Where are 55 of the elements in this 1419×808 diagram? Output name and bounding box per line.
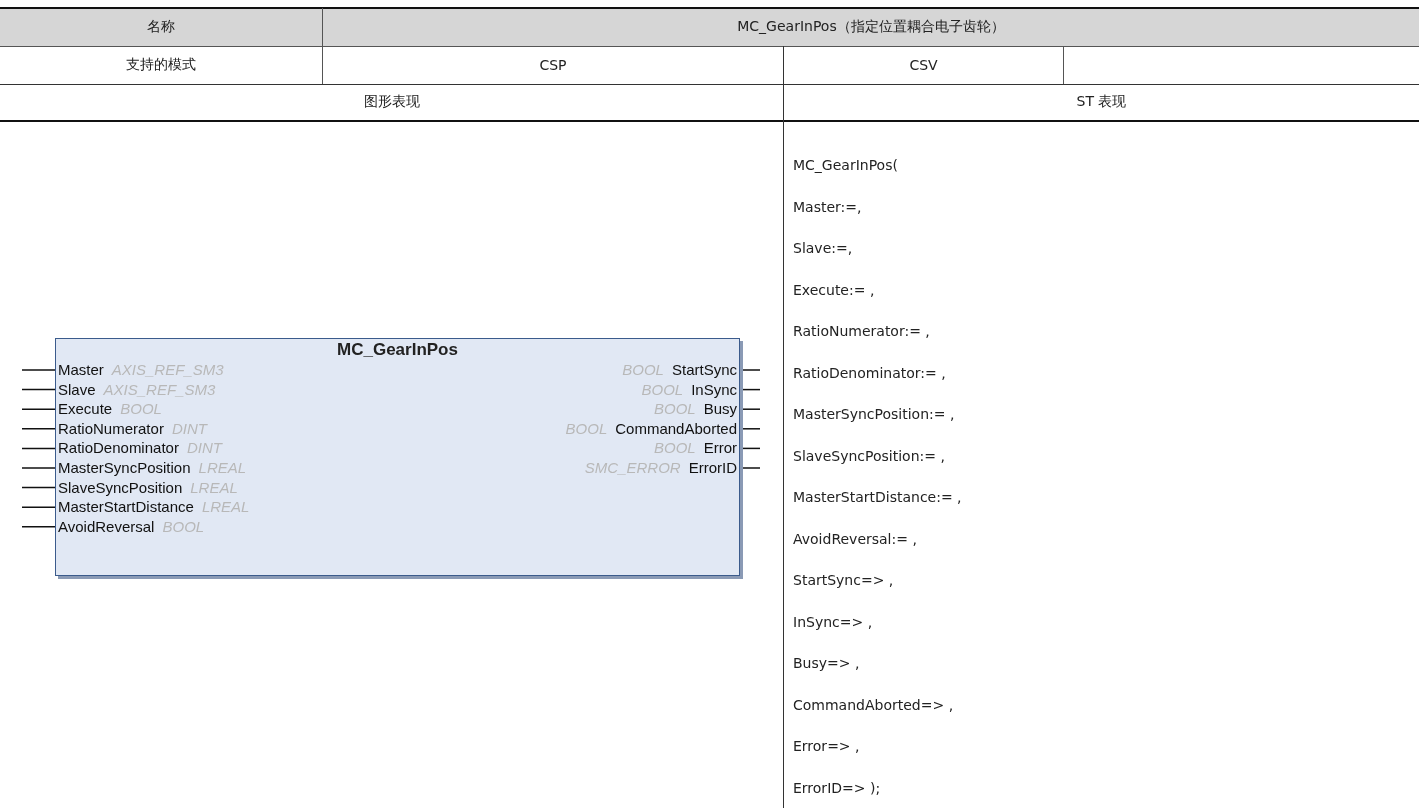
pin-name: ErrorID [688,459,737,476]
data-type-label: LREAL [198,459,247,476]
data-type-label: BOOL [565,419,608,437]
data-type-label: AXIS_REF_SM3 [111,361,224,378]
row-heading: 支持的模式 [126,56,196,74]
code-line: SlaveSyncPosition:= , [793,447,945,464]
pin-name: Error [703,439,737,457]
mode-label: CSV [909,57,938,73]
data-type-label: BOOL [653,400,696,418]
pin-name: MasterSyncPosition [58,459,191,476]
column-heading: 图形表现 [363,93,420,111]
pin-name: CommandAborted [615,419,737,437]
code-line: Busy=> , [793,655,860,671]
code-line: RatioDenominator:= , [793,364,946,381]
mode-label: CSP [539,57,567,73]
pin-name: RatioNumerator [58,419,164,437]
code-line: CommandAborted=> , [793,696,954,713]
column-heading: ST 表现 [1076,93,1127,111]
code-line: Master:=, [793,198,862,215]
code-line: ErrorID=> ); [793,779,881,796]
data-type-label: DINT [186,439,222,457]
pin-name: StartSync [671,361,737,378]
code-line: Execute:= , [793,281,875,298]
data-type-label: LREAL [201,498,250,516]
column-heading: MC_GearInPos（指定位置耦合电子齿轮） [737,18,1005,36]
data-type-label: BOOL [162,517,205,535]
code-line: MasterStartDistance:= , [793,489,962,505]
pin-name: Slave [58,380,96,398]
function-block [55,338,740,576]
code-line: Error=> , [793,738,860,754]
data-type-label: BOOL [622,361,664,378]
column-heading: 名称 [147,18,175,36]
data-type-label: SMC_ERROR [584,459,681,476]
code-line: StartSync=> , [793,572,894,588]
code-line: RatioNumerator:= , [793,323,930,339]
block-title: MC_GearInPos [336,340,459,360]
pin-name: Execute [58,400,113,418]
data-type-label: DINT [171,419,207,437]
data-type-label: LREAL [190,478,238,496]
pin-name: RatioDenominator [58,439,179,457]
pin-name: SlaveSyncPosition [58,478,183,496]
pin-name: Master [58,361,104,378]
code-line: MC_GearInPos( [793,157,898,173]
data-type-label: BOOL [653,439,696,457]
data-type-label: BOOL [120,400,162,418]
code-line: Slave:=, [793,240,853,256]
code-line: InSync=> , [793,613,873,630]
data-type-label: BOOL [641,380,684,398]
code-line: AvoidReversal:= , [793,530,917,547]
pin-name: MasterStartDistance [58,498,194,516]
pin-name: InSync [691,380,737,398]
code-line: MasterSyncPosition:= , [793,406,955,422]
pin-name: AvoidReversal [58,517,155,535]
pin-name: Busy [703,400,737,418]
data-type-label: AXIS_REF_SM3 [103,380,216,398]
